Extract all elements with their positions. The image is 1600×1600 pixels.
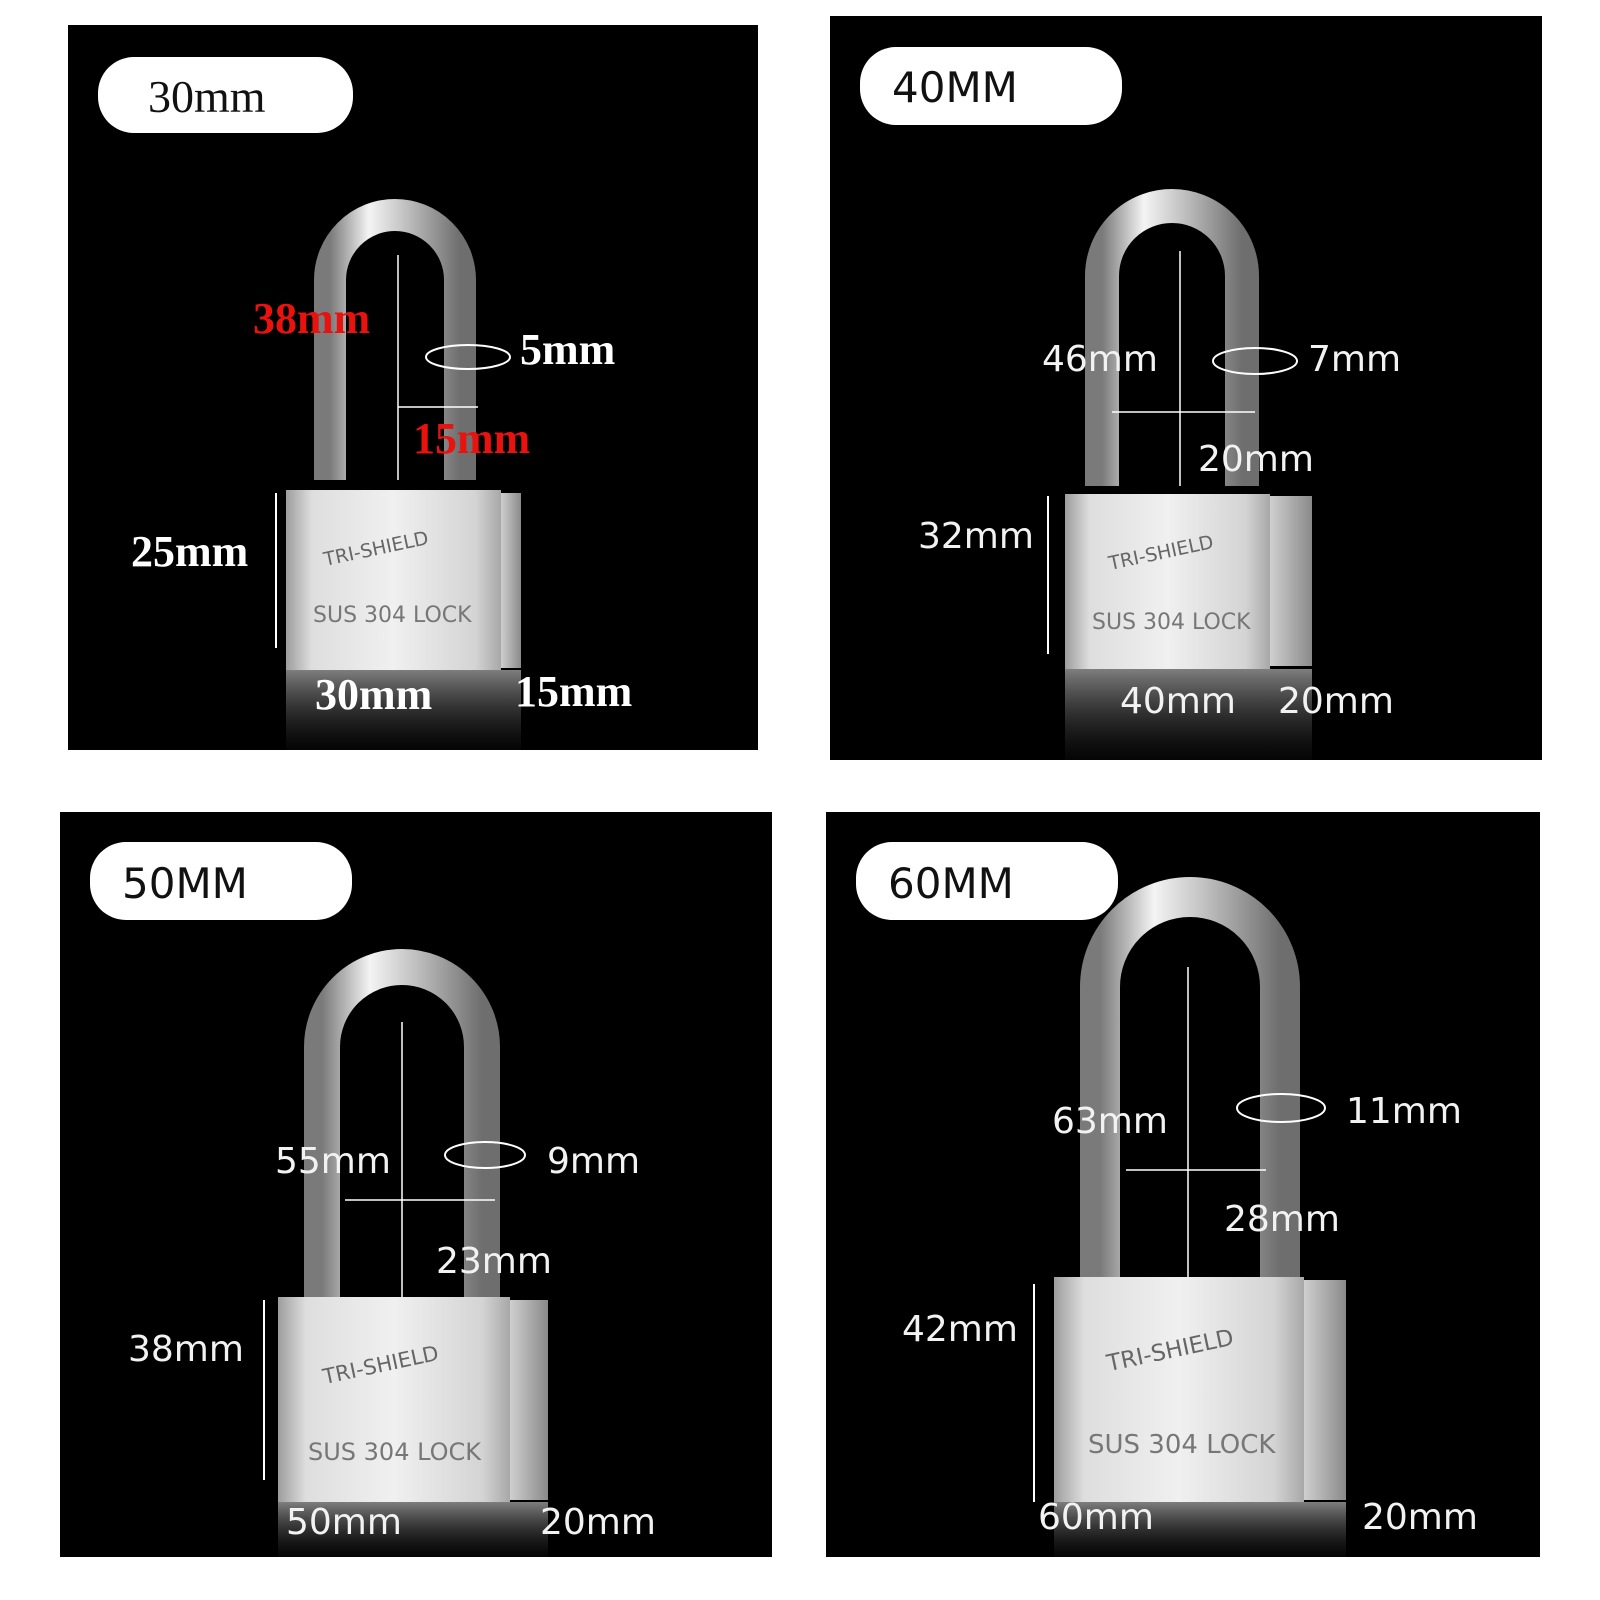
shackle-diameter-dim: 11mm xyxy=(1346,1091,1462,1132)
shackle-diameter-dim: 5mm xyxy=(520,325,616,374)
body-width-dim: 40mm xyxy=(1120,681,1236,722)
shackle-height-dim: 46mm xyxy=(1042,339,1158,380)
body-width-dim: 60mm xyxy=(1038,1497,1154,1538)
engraving-material: SUS 304 LOCK xyxy=(308,1438,482,1466)
body-width-dim: 30mm xyxy=(315,670,433,719)
size-label-pill xyxy=(90,842,352,920)
padlock-image xyxy=(1047,189,1312,760)
body-depth-dim: 20mm xyxy=(540,1502,656,1543)
body-height-dim: 42mm xyxy=(902,1309,1018,1350)
size-label: 50MM xyxy=(122,859,248,908)
shackle-clearance-dim: 28mm xyxy=(1224,1199,1340,1240)
size-label-pill xyxy=(860,47,1122,125)
body-depth-dim: 20mm xyxy=(1362,1497,1478,1538)
engraving-material: SUS 304 LOCK xyxy=(313,603,472,628)
shackle-height-dim: 38mm xyxy=(253,294,371,343)
padlock-panel-40mm: 40MM TRI-SHIELD SUS 304 LOCK 46mm 7mm 20… xyxy=(830,16,1542,760)
size-label: 30mm xyxy=(148,71,266,122)
padlock-panel-50mm: 50MM TRI-SHIELD SUS 304 LOCK 55mm 9mm 23… xyxy=(60,812,772,1557)
shackle-diameter-dim: 9mm xyxy=(547,1141,641,1182)
body-height-dim: 32mm xyxy=(918,516,1034,557)
shackle-height-dim: 55mm xyxy=(275,1141,391,1182)
engraving-material: SUS 304 LOCK xyxy=(1088,1430,1276,1460)
size-label: 40MM xyxy=(892,63,1018,112)
body-depth-dim: 15mm xyxy=(515,667,633,716)
size-label-pill xyxy=(98,57,353,133)
size-label: 60MM xyxy=(888,859,1014,908)
size-label-pill xyxy=(856,842,1118,920)
shackle-diameter-dim: 7mm xyxy=(1308,339,1402,380)
padlock-image xyxy=(275,199,521,750)
padlock-image xyxy=(263,949,548,1557)
body-width-dim: 50mm xyxy=(286,1502,402,1543)
shackle-clearance-dim: 15mm xyxy=(413,414,531,463)
engraving-material: SUS 304 LOCK xyxy=(1092,610,1251,635)
shackle-clearance-dim: 20mm xyxy=(1198,439,1314,480)
body-height-dim: 25mm xyxy=(131,527,249,576)
padlock-panel-60mm: 60MM TRI-SHIELD SUS 304 LOCK 63mm 11mm 2… xyxy=(826,812,1540,1557)
body-height-dim: 38mm xyxy=(128,1329,244,1370)
padlock-image xyxy=(1033,877,1346,1557)
body-depth-dim: 20mm xyxy=(1278,681,1394,722)
padlock-panel-30mm: 30mm TRI-SHIELD SUS 304 LOCK 38mm 5mm 15… xyxy=(68,25,758,750)
shackle-height-dim: 63mm xyxy=(1052,1101,1168,1142)
shackle-clearance-dim: 23mm xyxy=(436,1241,552,1282)
